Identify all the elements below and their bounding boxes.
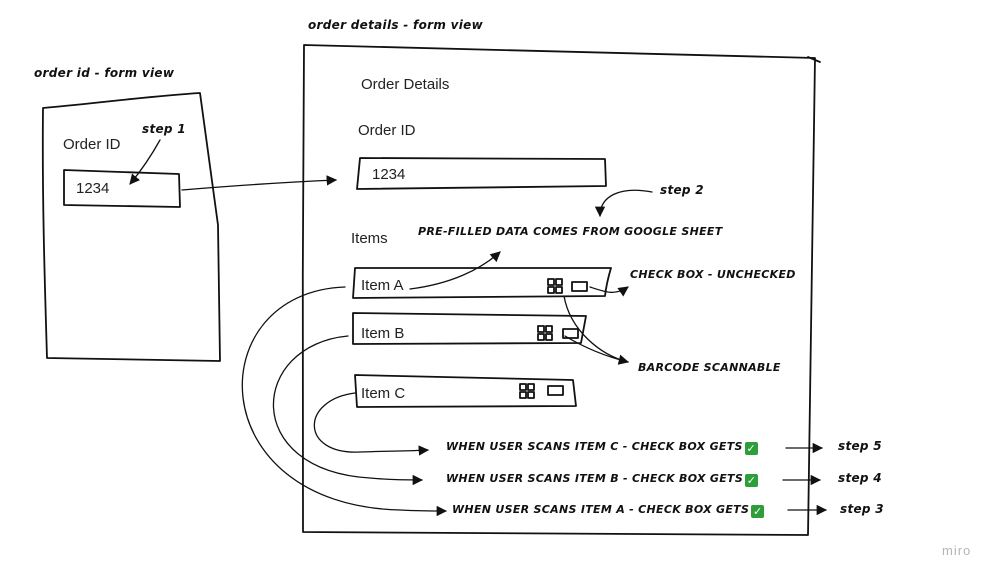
miro-watermark: miro [942, 543, 972, 558]
barcode-arrow-b [564, 335, 629, 363]
item-b-box [352, 312, 587, 345]
item-a-label: Item A [361, 277, 404, 294]
scan-a-curve [241, 286, 448, 517]
order-id-frame-title: order Id - form view [34, 66, 175, 80]
step2-arrow [594, 189, 653, 218]
scan-b-note: when user scans item b - check box gets✓ [446, 472, 759, 487]
barcode-icon-b [537, 325, 553, 341]
check-icon: ✓ [745, 474, 759, 487]
items-label: Items [351, 230, 388, 247]
item-c-box [354, 374, 577, 408]
step1-note: step 1 [142, 122, 186, 136]
check-icon: ✓ [751, 505, 765, 518]
order-id-label-right: Order ID [358, 122, 416, 139]
step2-note: step 2 [660, 183, 704, 197]
checkbox-a [571, 281, 588, 292]
step3-note: step 3 [840, 502, 884, 516]
item-a-box [352, 267, 612, 299]
order-id-frame [41, 92, 221, 362]
checkbox-c [547, 385, 564, 396]
order-id-label-left: Order ID [63, 136, 121, 153]
prefilled-note: Pre-filled data comes from google sheet [418, 225, 723, 238]
order-id-input-left [63, 169, 181, 208]
link-arrow [181, 175, 338, 191]
scan-a-text: when user scans item a - check box gets [452, 503, 750, 516]
scan-c-text: when user scans item c - check box gets [446, 440, 743, 453]
check-icon: ✓ [744, 442, 758, 455]
order-details-heading: Order Details [361, 76, 450, 93]
order-details-frame-title: order details - form view [308, 18, 483, 32]
step4-note: step 4 [838, 471, 882, 485]
step5-note: step 5 [838, 439, 882, 453]
scan-c-note: when user scans item c - check box gets✓ [446, 440, 758, 455]
barcode-icon-a [547, 278, 563, 294]
scan-b-curve [272, 335, 424, 486]
order-id-value-left[interactable]: 1234 [76, 180, 110, 197]
checkbox-arrow [589, 286, 629, 297]
step1-arrow [129, 139, 161, 185]
scan-c-curve [313, 392, 430, 456]
item-b-label: Item B [361, 325, 405, 342]
order-details-frame [301, 44, 816, 536]
scan-b-text: when user scans item b - check box gets [446, 472, 744, 485]
order-id-input-right [356, 157, 607, 190]
prefilled-arrow [409, 251, 501, 290]
item-c-label: Item C [361, 385, 406, 402]
order-id-value-right[interactable]: 1234 [372, 166, 406, 183]
scan-a-note: when user scans item a - check box gets✓ [452, 503, 765, 518]
checkbox-b [562, 328, 579, 339]
checkbox-unchecked-note: check box - unchecked [630, 268, 796, 281]
barcode-icon-c [519, 383, 535, 399]
barcode-note: Barcode scannable [638, 361, 781, 374]
